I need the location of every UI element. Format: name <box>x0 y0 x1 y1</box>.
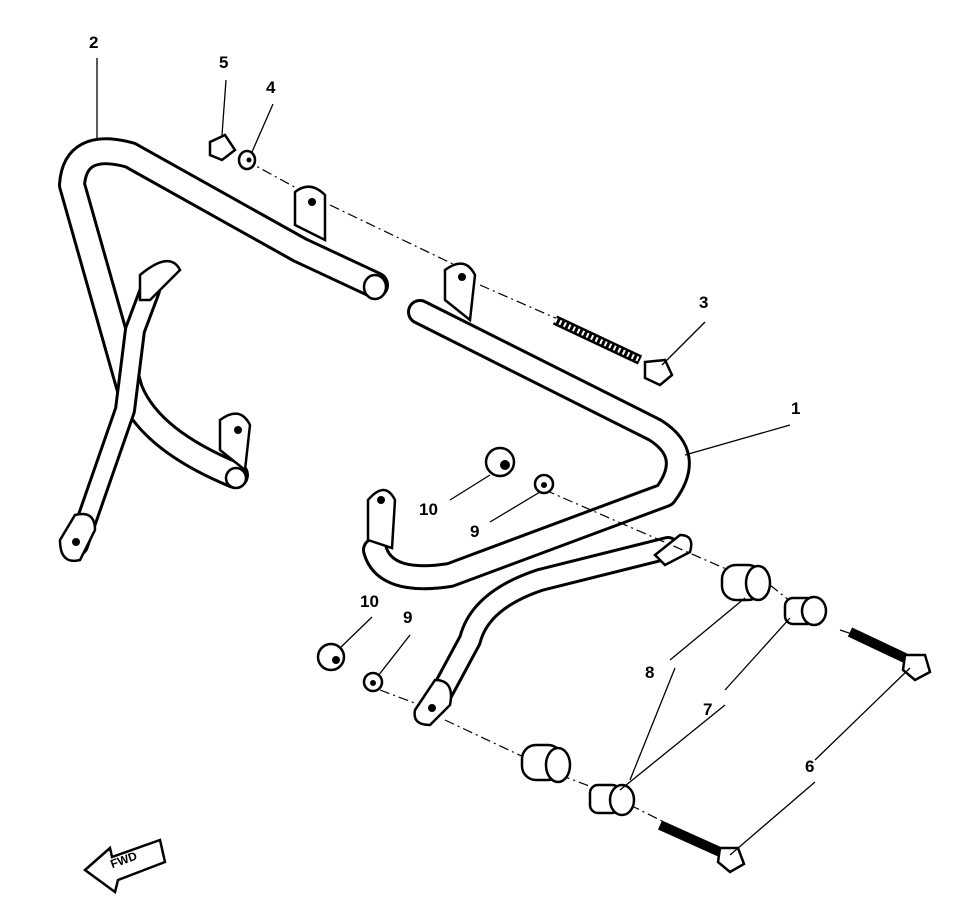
alignment-line <box>244 159 561 321</box>
callout-9: 9 <box>470 522 480 541</box>
callout-4: 4 <box>266 78 276 97</box>
callout-10: 10 <box>419 500 438 519</box>
washer-4 <box>237 149 257 171</box>
forward-arrow-icon <box>83 838 167 895</box>
alignment-line <box>379 689 671 826</box>
bolt-3 <box>552 315 674 387</box>
callout-6: 6 <box>805 757 815 776</box>
nut-10a <box>484 446 516 478</box>
callout-2: 2 <box>89 33 99 52</box>
guard-bar-1 <box>362 262 693 727</box>
callout-8: 8 <box>645 663 655 682</box>
collar-7a <box>783 595 828 627</box>
callout-7: 7 <box>703 700 713 719</box>
callout-3: 3 <box>699 293 709 312</box>
callout-9: 9 <box>403 608 413 627</box>
callout-1: 1 <box>791 399 801 418</box>
collar-7b <box>588 783 636 817</box>
leader-lines <box>96 58 911 856</box>
nut-5 <box>208 133 237 162</box>
bushing-8a <box>720 563 772 602</box>
nut-10b <box>316 642 346 672</box>
guard-bar-2 <box>58 137 389 563</box>
bolt-6a <box>847 627 932 682</box>
callout-10: 10 <box>360 592 379 611</box>
bushing-8b <box>520 743 572 784</box>
bolt-6b <box>657 820 746 874</box>
washer-9a <box>533 473 555 495</box>
callout-5: 5 <box>219 53 229 72</box>
washer-9b <box>362 671 384 693</box>
